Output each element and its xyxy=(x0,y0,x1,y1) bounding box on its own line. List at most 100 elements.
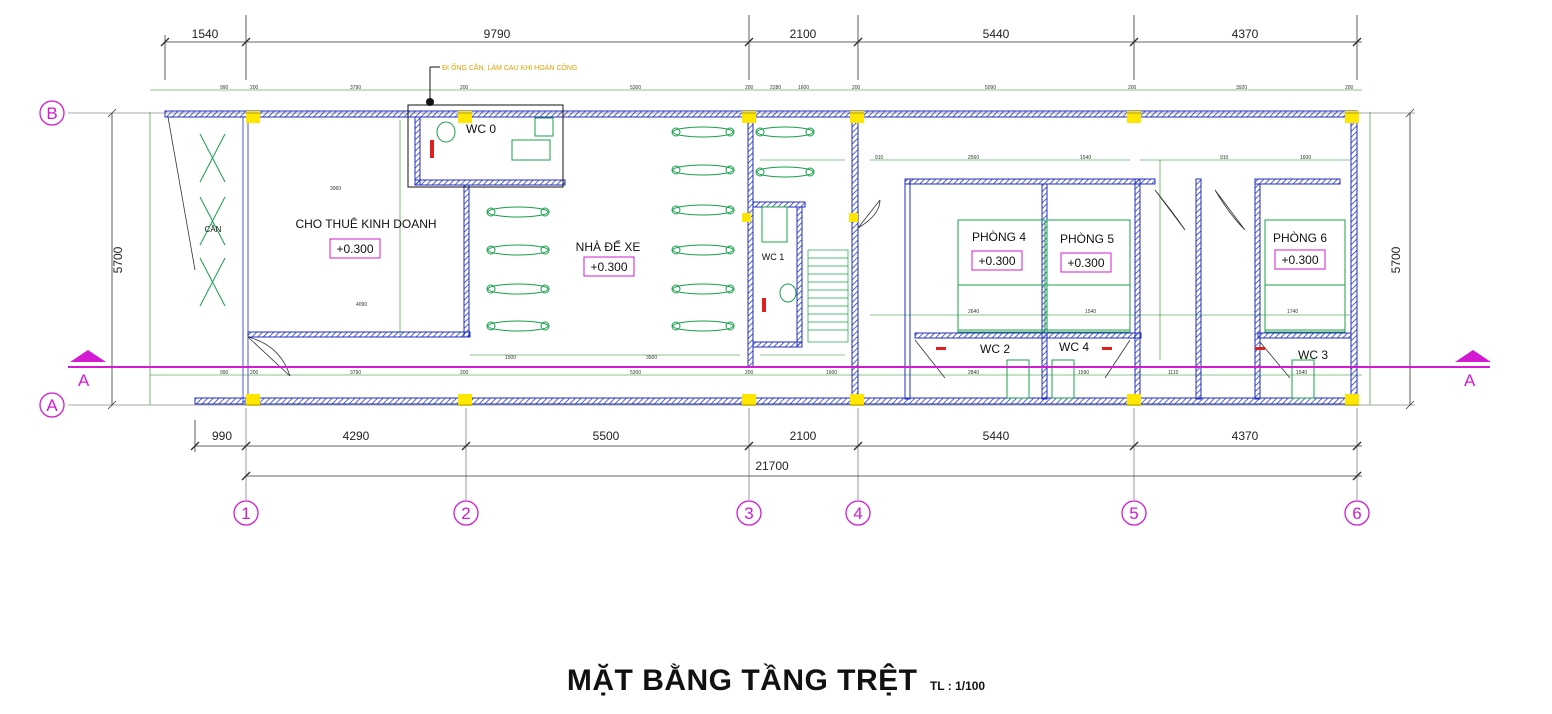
dim-bottom-3: 5500 xyxy=(593,429,620,443)
svg-text:5300: 5300 xyxy=(630,370,641,376)
svg-text:990: 990 xyxy=(220,370,229,376)
dim-top-2: 9790 xyxy=(484,27,511,41)
svg-text:3790: 3790 xyxy=(350,370,361,376)
stair xyxy=(807,249,849,343)
furniture xyxy=(199,117,1346,399)
drawing-title: MẶT BẰNG TẦNG TRỆT TL : 1/100 xyxy=(0,664,1552,698)
dim-side-left: 5700 xyxy=(111,246,125,273)
room-label-room4: PHÒNG 4 xyxy=(972,229,1026,244)
axis-label-a: A xyxy=(46,396,58,415)
room-label-business: CHO THUÊ KINH DOANH xyxy=(295,216,436,231)
svg-text:3920: 3920 xyxy=(1236,85,1247,91)
svg-text:2840: 2840 xyxy=(968,370,979,376)
svg-text:1540: 1540 xyxy=(1296,370,1307,376)
room-label-room6: PHÒNG 6 xyxy=(1273,230,1327,245)
svg-text:910: 910 xyxy=(1220,155,1229,161)
svg-text:1740: 1740 xyxy=(1287,309,1298,315)
inner-dimension-numbers: 990 200 3790 200 5300 200 2280 1600 200 5090 20… xyxy=(220,85,1354,376)
red-marks xyxy=(430,140,1265,350)
wc0-outline xyxy=(407,104,564,188)
dim-top-3: 2100 xyxy=(790,27,817,41)
axis-label-1: 1 xyxy=(241,504,250,523)
svg-text:4090: 4090 xyxy=(356,302,367,308)
svg-text:1540: 1540 xyxy=(1085,309,1096,315)
svg-text:1500: 1500 xyxy=(505,355,516,361)
dim-top-4: 5440 xyxy=(983,27,1010,41)
room-label-wc0: WC 0 xyxy=(466,122,496,136)
svg-text:200: 200 xyxy=(745,85,754,91)
svg-text:200: 200 xyxy=(852,85,861,91)
svg-text:200: 200 xyxy=(460,85,469,91)
level-tag-room5: +0.300 xyxy=(1067,256,1104,270)
axis-bubbles xyxy=(39,100,1370,526)
drawing-scale: TL : 1/100 xyxy=(929,679,986,693)
axis-label-b: B xyxy=(46,104,57,123)
room-label-room5: PHÒNG 5 xyxy=(1060,231,1114,246)
bottom-dimension-chain xyxy=(190,420,1362,481)
axis-label-6: 6 xyxy=(1352,504,1361,523)
svg-text:200: 200 xyxy=(745,370,754,376)
note-leader xyxy=(429,66,440,102)
note-text: ĐI ỐNG CẤN, LÀM CAU KHI HOÀN CÔNG xyxy=(442,62,577,72)
inner-dimension-lines xyxy=(149,89,1371,405)
dim-top-5: 4370 xyxy=(1232,27,1259,41)
axis-label-2: 2 xyxy=(461,504,470,523)
dim-bottom-5: 5440 xyxy=(983,429,1010,443)
room-label-wc2: WC 2 xyxy=(980,342,1010,356)
svg-text:2560: 2560 xyxy=(968,155,979,161)
dim-side-right: 5700 xyxy=(1389,246,1403,273)
motorbike-icons-left xyxy=(486,206,550,332)
room-label-wc4: WC 4 xyxy=(1059,340,1089,354)
drawing-title-text: MẶT BẰNG TẦNG TRỆT xyxy=(566,664,918,697)
dim-bottom-1: 990 xyxy=(212,429,232,443)
svg-text:1600: 1600 xyxy=(798,85,809,91)
svg-text:5300: 5300 xyxy=(630,85,641,91)
level-tag-boxes xyxy=(329,238,1326,277)
dim-bottom-2: 4290 xyxy=(343,429,370,443)
svg-text:5090: 5090 xyxy=(985,85,996,91)
door-swings xyxy=(167,116,1291,379)
svg-text:200: 200 xyxy=(1128,85,1137,91)
axis-label-5: 5 xyxy=(1129,504,1138,523)
room-label-wc1: WC 1 xyxy=(762,252,785,262)
level-tag-room4: +0.300 xyxy=(978,254,1015,268)
top-dimension-chain xyxy=(160,15,1362,80)
section-label-right: A xyxy=(1464,371,1476,390)
section-label-left: A xyxy=(78,371,90,390)
dim-bottom-4: 2100 xyxy=(790,429,817,443)
columns xyxy=(246,111,1359,406)
level-tag-parking: +0.300 xyxy=(590,260,627,274)
svg-text:2640: 2640 xyxy=(968,309,979,315)
note-dot xyxy=(426,98,434,106)
svg-text:990: 990 xyxy=(220,85,229,91)
svg-text:1110: 1110 xyxy=(1168,370,1179,376)
svg-text:1590: 1590 xyxy=(1078,370,1089,376)
room-label-wc3: WC 3 xyxy=(1298,348,1328,362)
svg-text:910: 910 xyxy=(875,155,884,161)
svg-text:1600: 1600 xyxy=(826,370,837,376)
svg-text:200: 200 xyxy=(460,370,469,376)
svg-text:3500: 3500 xyxy=(646,355,657,361)
dim-total: 21700 xyxy=(755,459,789,473)
room-label-stair-area: CẦN xyxy=(205,224,222,234)
svg-text:200: 200 xyxy=(250,85,259,91)
side-dimension-lines xyxy=(107,108,1415,410)
svg-text:1540: 1540 xyxy=(1080,155,1091,161)
dim-bottom-6: 4370 xyxy=(1232,429,1259,443)
section-line xyxy=(68,350,1491,368)
svg-text:1600: 1600 xyxy=(1300,155,1311,161)
axis-label-3: 3 xyxy=(744,504,753,523)
svg-text:3060: 3060 xyxy=(330,186,341,192)
axis-label-4: 4 xyxy=(853,504,862,523)
axis-lines xyxy=(68,112,1415,500)
level-tag-business: +0.300 xyxy=(336,242,373,256)
level-tag-room6: +0.300 xyxy=(1281,253,1318,267)
motorbike-icons-right xyxy=(671,126,815,332)
svg-text:200: 200 xyxy=(1345,85,1354,91)
svg-text:200: 200 xyxy=(250,370,259,376)
room-label-parking: NHÀ ĐỂ XE xyxy=(576,239,641,254)
dim-top-1: 1540 xyxy=(192,27,219,41)
svg-text:2280: 2280 xyxy=(770,85,781,91)
svg-text:3790: 3790 xyxy=(350,85,361,91)
